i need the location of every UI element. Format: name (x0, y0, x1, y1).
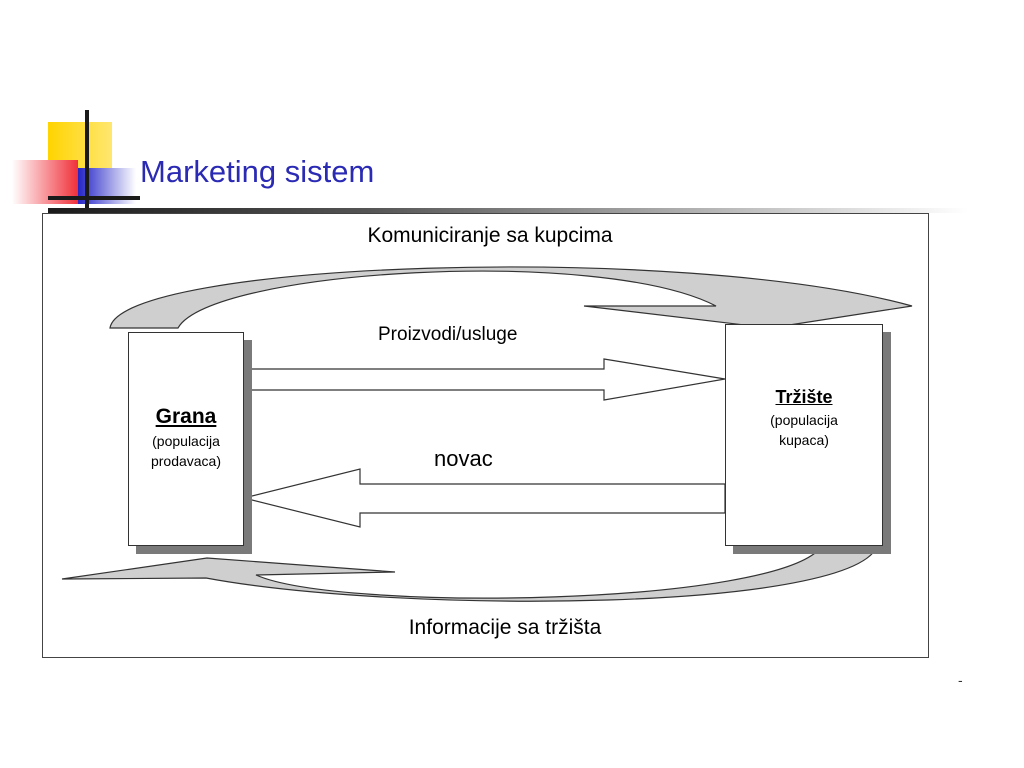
diagram-frame (42, 213, 929, 658)
caption-top: Komuniciranje sa kupcima (367, 224, 613, 247)
arrow-right-products (238, 358, 726, 401)
box-market-desc-1: (populacija (770, 412, 838, 428)
label-products: Proizvodi/usluge (378, 324, 518, 345)
box-industry: Grana (populacija prodavaca) (128, 332, 244, 546)
logo-vertical-line (85, 110, 89, 214)
box-industry-desc-2: prodavaca) (150, 453, 222, 469)
curved-arrow-bottom (61, 543, 879, 602)
curved-arrow-top (109, 266, 913, 329)
box-market-desc-2: kupaca) (779, 432, 829, 448)
box-industry-name: Grana (155, 405, 217, 428)
box-market-name: Tržište (775, 387, 833, 407)
title-rule (48, 208, 968, 213)
logo-horizontal-line (48, 196, 140, 200)
slide-logo (12, 110, 140, 214)
arrow-left-money (243, 468, 726, 528)
box-industry-desc-1: (populacija (152, 433, 220, 449)
caption-bottom: Informacije sa tržišta (408, 616, 602, 639)
box-market: Tržište (populacija kupaca) (725, 324, 883, 546)
page-marker: - (958, 672, 963, 688)
slide-title: Marketing sistem (140, 154, 375, 189)
label-money: novac (434, 446, 493, 471)
